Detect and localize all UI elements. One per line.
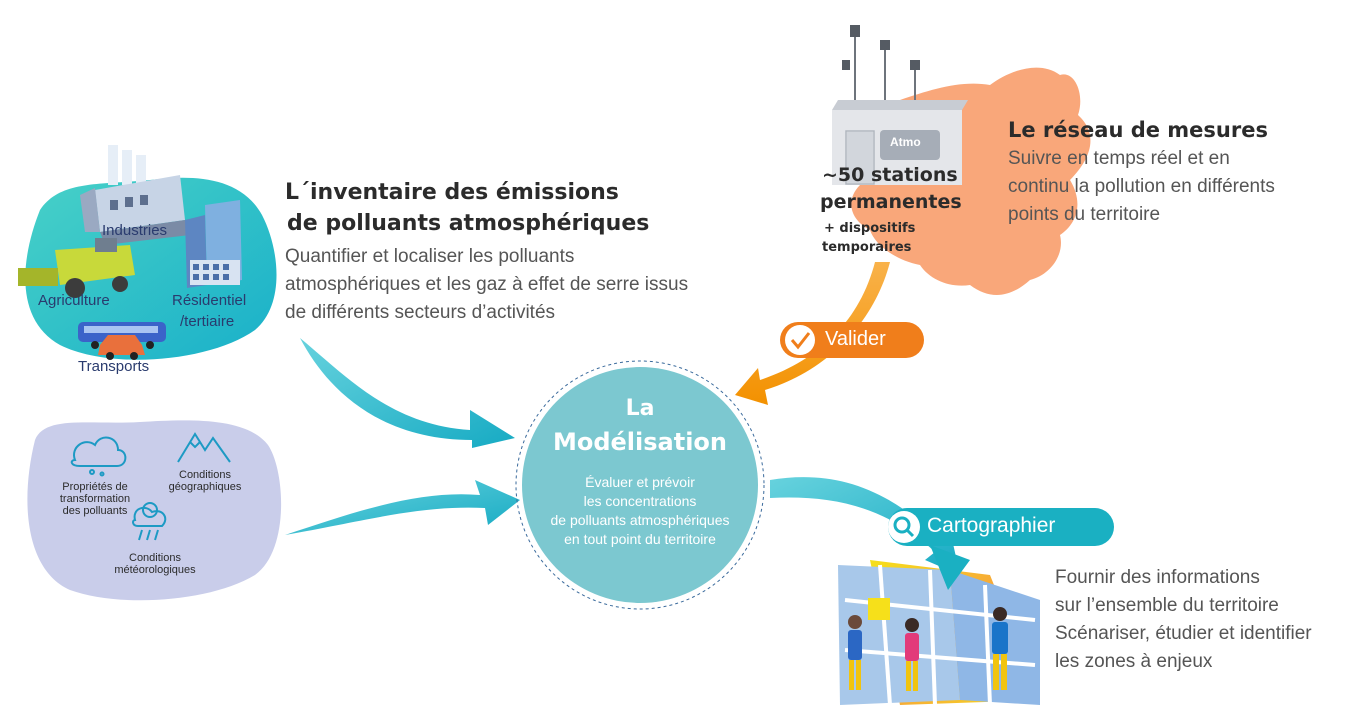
factory-icon — [80, 145, 190, 245]
sector-industries: Industries — [102, 222, 168, 239]
car-icon — [98, 335, 145, 360]
cartographier-label: Cartographier — [927, 514, 1056, 537]
inventaire-title-line1: L´inventaire des émissions — [285, 180, 619, 205]
harvester-icon — [18, 238, 135, 298]
label-proprietes-line2: transformation — [59, 493, 131, 505]
reseau-desc-line1: Suivre en temps réel et en — [1008, 148, 1230, 169]
label-meteo: Conditions météorologiques — [100, 552, 210, 576]
label-geo: Conditions géographiques — [150, 469, 260, 493]
cartographier-pill — [888, 508, 1114, 546]
inventaire-desc-line3: de différents secteurs d’activités — [285, 302, 556, 323]
reseau-desc-line3: points du territoire — [1008, 204, 1161, 225]
bus-icon — [78, 322, 166, 349]
inventaire-title-line2: de polluants atmosphériques — [287, 211, 650, 236]
building-icon — [185, 200, 242, 288]
modelisation-circle — [522, 367, 758, 603]
inventaire-desc-line1: Quantifier et localiser les polluants — [285, 246, 575, 267]
stations-line2: permanentes — [820, 191, 962, 213]
temporaires-line1: + dispositifs — [824, 221, 916, 236]
modelisation-desc-line4: en tout point du territoire — [564, 531, 716, 547]
cartographier-desc-line1: Fournir des informations — [1055, 567, 1260, 588]
label-proprietes-line1: Propriétés de — [62, 481, 128, 493]
modelisation-title-line2: Modélisation — [552, 428, 728, 456]
arrow-valider — [735, 262, 890, 405]
stations-line1: ~50 stations — [822, 164, 958, 186]
sector-residentiel-line2: /tertiaire — [180, 313, 235, 330]
cloud-icon — [70, 436, 127, 477]
sector-residentiel-line1: Résidentiel — [172, 292, 247, 309]
sun-rain-icon — [132, 502, 167, 541]
modelisation-title-line1: La — [625, 396, 655, 421]
modelisation-outer-ring — [515, 360, 765, 610]
search-icon-bg — [888, 511, 920, 543]
mountain-icon — [177, 432, 231, 463]
cartographier-desc-line2: sur l’ensemble du territoire — [1055, 595, 1279, 616]
station-icon — [832, 25, 968, 185]
modelisation-desc-line1: Évaluer et prévoir — [585, 474, 695, 490]
sector-agriculture: Agriculture — [38, 292, 110, 309]
label-geo-line1: Conditions — [179, 469, 231, 481]
inventaire-desc-line2: atmosphériques et les gaz à effet de ser… — [285, 274, 689, 295]
label-meteo-line2: météorologiques — [114, 564, 196, 576]
arrow-inventaire — [300, 338, 515, 448]
reseau-desc-line2: continu la pollution en différents — [1008, 176, 1275, 197]
label-geo-line2: géographiques — [168, 481, 242, 493]
cartographier-desc-line3: Scénariser, étudier et identifier — [1055, 623, 1312, 644]
label-meteo-line1: Conditions — [129, 552, 181, 564]
valider-pill — [780, 322, 924, 358]
station-logo: Atmo — [890, 135, 921, 149]
city-map-illustration — [838, 545, 1040, 706]
valider-label: Valider — [825, 328, 886, 350]
temporaires-line2: temporaires — [822, 240, 912, 255]
reseau-title: Le réseau de mesures — [1008, 118, 1268, 142]
arrow-conditions — [285, 480, 520, 535]
label-proprietes: Propriétés de transformation des polluan… — [40, 481, 150, 517]
label-proprietes-line3: des polluants — [62, 505, 128, 517]
cartographier-desc-line4: les zones à enjeux — [1055, 651, 1213, 672]
sector-transports: Transports — [78, 358, 150, 375]
modelisation-desc-line3: de polluants atmosphériques — [550, 512, 730, 528]
modelisation-desc-line2: les concentrations — [583, 493, 697, 509]
